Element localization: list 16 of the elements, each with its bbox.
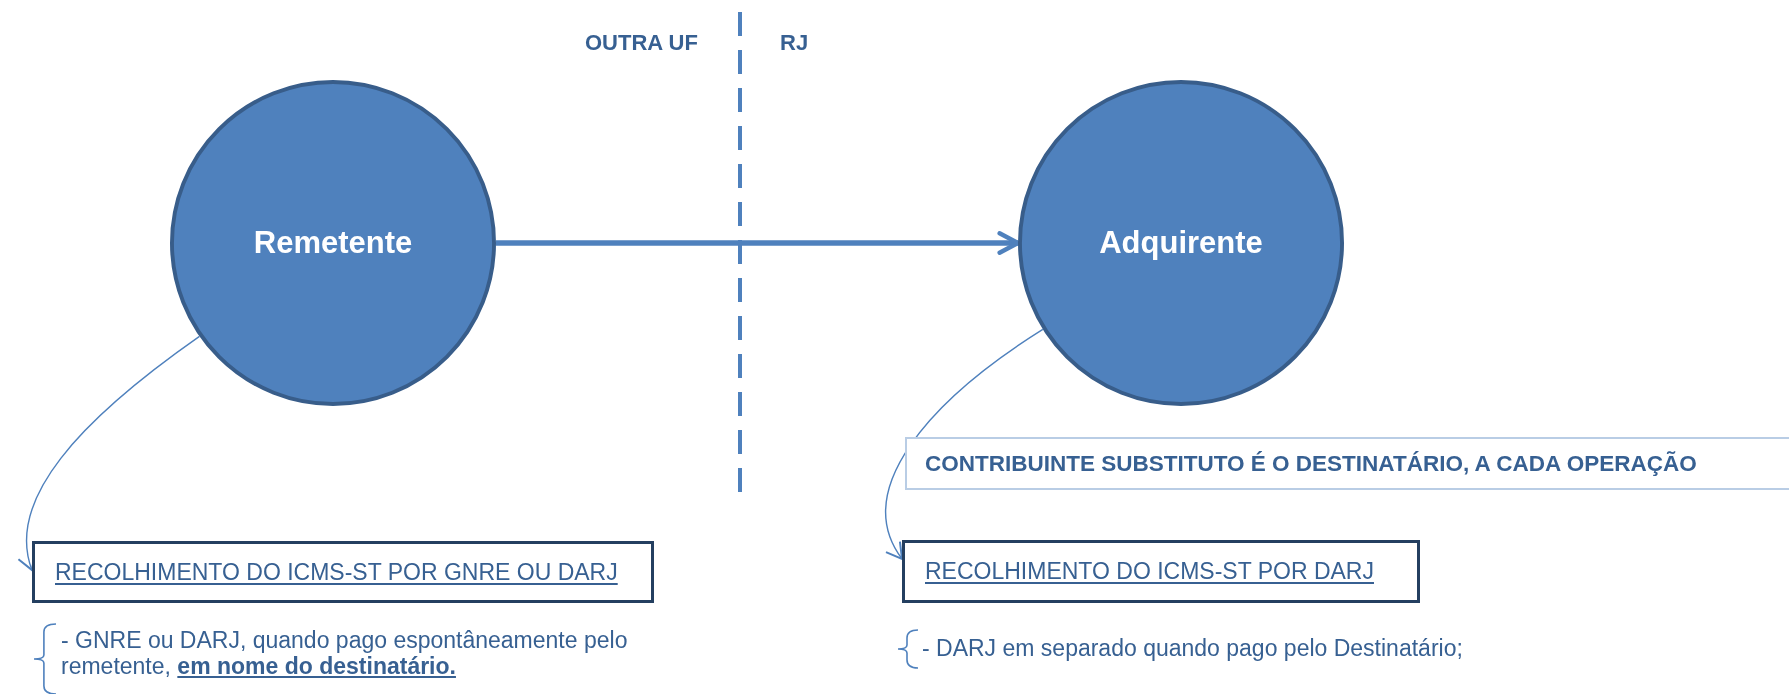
circle-node [1018, 80, 1344, 406]
note-text: - GNRE ou DARJ, quando pago espontâneamente pelo remetente, em nome do destinatário. [61, 628, 629, 680]
note-box [905, 437, 1789, 490]
process-box [902, 540, 1420, 603]
node-label: RECOLHIMENTO DO ICMS-ST POR GNRE OU DARJ [55, 558, 618, 586]
curved-arrow [18, 335, 201, 572]
region-label: OUTRA UF [585, 31, 698, 56]
node-label: Adquirente [1099, 225, 1263, 261]
note-text: - DARJ em separado quando pago pelo Destinatário; [922, 636, 1463, 662]
process-box [32, 541, 654, 603]
circle-node [170, 80, 496, 406]
curved-arrow [885, 328, 1044, 560]
node-label: Remetente [253, 225, 413, 261]
region-label: RJ [780, 31, 809, 56]
node-label: RECOLHIMENTO DO ICMS-ST POR DARJ [925, 558, 1374, 585]
node-label: CONTRIBUINTE SUBSTITUTO É O DESTINATÁRIO, A CADA OPERAÇÃO [925, 450, 1697, 477]
